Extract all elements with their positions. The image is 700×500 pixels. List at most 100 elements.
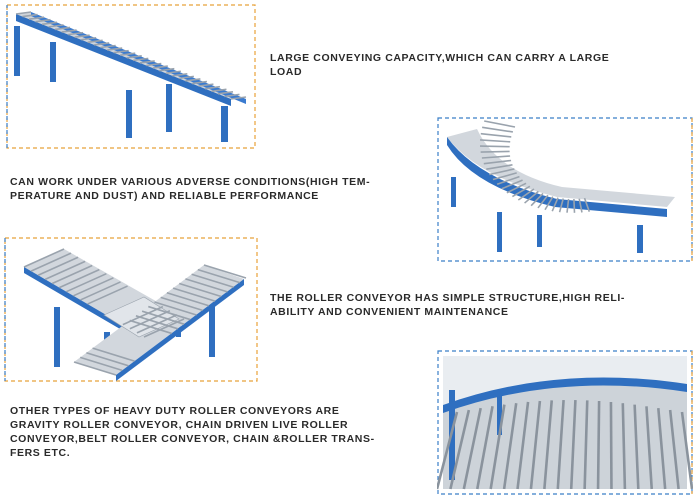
roller — [191, 273, 234, 289]
roller — [178, 75, 194, 80]
image-cross-roller-conveyor — [4, 237, 258, 382]
roller — [51, 264, 93, 285]
roller — [185, 278, 228, 293]
roller — [81, 36, 97, 41]
roller — [44, 260, 86, 281]
roller — [645, 406, 654, 490]
feature-text-types: OTHER TYPES OF HEAVY DUTY ROLLER CONVEYO… — [10, 404, 435, 460]
roller — [160, 296, 203, 312]
roller — [146, 62, 162, 67]
roller — [154, 301, 197, 316]
roller — [203, 264, 247, 279]
roller — [668, 409, 680, 490]
roller — [79, 356, 123, 372]
text-line: ABILITY AND CONVENIENT MAINTENANCE — [270, 306, 509, 318]
image-curved-roller-conveyor — [437, 117, 693, 262]
roller — [211, 88, 227, 93]
roller — [73, 361, 117, 376]
roller — [120, 52, 136, 57]
roller — [489, 404, 506, 490]
roller — [511, 185, 531, 198]
image-curved-roller-closeup — [437, 350, 693, 495]
roller — [86, 351, 129, 367]
feature-text-capacity: LARGE CONVEYING CAPACITY,WHICH CAN CARRY… — [270, 51, 680, 79]
roller — [506, 182, 527, 194]
text-line: PERATURE AND DUST) AND RELIABLE PERFORMA… — [10, 190, 319, 202]
roller — [23, 248, 65, 268]
roller — [152, 65, 168, 69]
roller — [22, 13, 38, 18]
roller — [73, 277, 114, 297]
roller — [480, 145, 510, 148]
roller — [48, 24, 64, 28]
roller — [179, 282, 222, 298]
roller — [166, 291, 210, 307]
roller — [92, 347, 135, 362]
roller — [462, 407, 482, 490]
roller — [529, 400, 542, 490]
roller — [68, 31, 84, 36]
roller — [558, 198, 565, 213]
roller — [556, 399, 565, 490]
roller — [437, 411, 459, 490]
roller — [502, 402, 518, 490]
roller — [148, 305, 191, 321]
roller — [159, 67, 175, 72]
roller — [496, 175, 520, 186]
roller — [583, 400, 589, 490]
roller — [569, 399, 577, 490]
roller — [37, 256, 79, 276]
roller — [573, 198, 576, 213]
roller — [204, 85, 221, 90]
roller — [136, 314, 178, 334]
roller — [578, 198, 583, 213]
roller — [480, 139, 511, 143]
roller — [41, 21, 58, 26]
roller — [483, 159, 512, 165]
roller — [172, 73, 188, 77]
roller — [80, 281, 121, 301]
roller — [35, 18, 51, 23]
text-line: FERS ETC. — [10, 447, 71, 459]
roller — [537, 194, 549, 209]
roller — [54, 26, 71, 31]
roller — [621, 403, 627, 490]
image-straight-roller-conveyor — [6, 4, 256, 149]
roller — [230, 96, 247, 100]
text-line: OTHER TYPES OF HEAVY DUTY ROLLER CONVEYO… — [10, 405, 340, 417]
roller — [530, 192, 544, 207]
roller — [596, 400, 601, 490]
text-line: THE ROLLER CONVEYOR HAS SIMPLE STRUCTURE… — [270, 292, 625, 304]
text-line: CAN WORK UNDER VARIOUS ADVERSE CONDITION… — [10, 176, 371, 188]
roller — [486, 164, 513, 171]
roller — [657, 407, 667, 490]
roller — [74, 34, 90, 38]
roller — [185, 78, 201, 82]
roller — [165, 70, 181, 75]
roller — [87, 285, 128, 305]
roller — [141, 310, 185, 325]
roller — [609, 401, 613, 490]
roller — [135, 315, 179, 330]
roller — [482, 126, 513, 133]
roller — [480, 132, 512, 138]
roller — [524, 190, 539, 204]
roller — [172, 287, 216, 302]
roller — [517, 188, 535, 201]
roller — [15, 11, 32, 15]
roller — [484, 120, 516, 128]
roller — [113, 49, 129, 54]
roller — [217, 91, 234, 95]
text-line: LARGE CONVEYING CAPACITY,WHICH CAN CARRY… — [270, 52, 610, 64]
roller — [87, 39, 103, 44]
roller — [566, 198, 570, 213]
roller — [197, 268, 241, 284]
roller — [198, 83, 214, 87]
roller — [30, 252, 72, 272]
roller — [543, 400, 554, 490]
roller — [449, 409, 471, 490]
text-line: GRAVITY ROLLER CONVEYOR, CHAIN DRIVEN LI… — [10, 419, 349, 431]
roller — [583, 197, 591, 212]
roller — [28, 16, 45, 20]
roller — [481, 155, 511, 159]
